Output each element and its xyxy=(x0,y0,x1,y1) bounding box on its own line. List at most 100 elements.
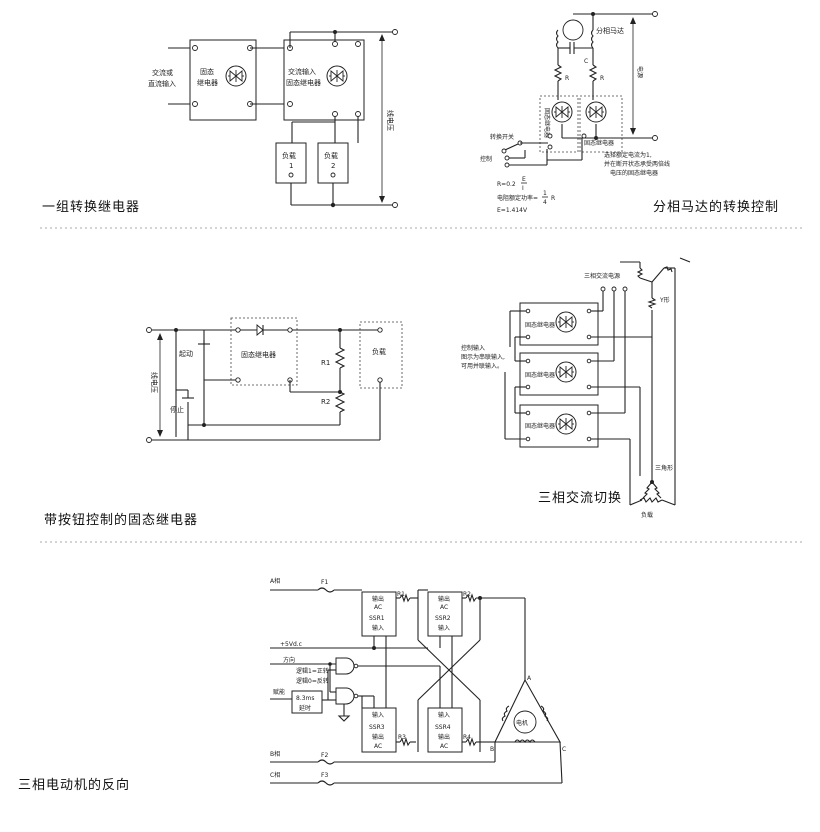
triac-icon xyxy=(555,311,577,333)
r4-label: R4 xyxy=(463,734,471,741)
node-a-label: A xyxy=(527,675,532,682)
ssr1-in-label: 输入 xyxy=(372,624,384,632)
ssr2-label-1: 交流输入 xyxy=(288,67,316,76)
diagram-ssr-transfer-group: 交流或 直流输入 固态 继电器 交流输入 固态继电器 负载 1 xyxy=(148,29,398,208)
formula-resistance: R=0.2 xyxy=(497,181,516,188)
r3-label: R3 xyxy=(398,734,406,741)
formula-power-unit: R xyxy=(551,195,555,202)
ssr1-box xyxy=(361,591,397,637)
ssr4-ac-label: AC xyxy=(440,743,448,750)
capacitor-label: C xyxy=(584,58,588,65)
diagram-three-phase-switching: 三相交流电源 Y形 固态继电器 固态继电器 固态继电器 xyxy=(461,257,691,519)
resistor-r2-label: R2 xyxy=(321,398,330,406)
direction-label: 方向 xyxy=(283,656,295,664)
ssr3-in-label: 输入 xyxy=(372,711,384,719)
ssr3-box xyxy=(361,707,397,753)
y-connection-label: Y形 xyxy=(659,296,670,304)
logic-0-label: 逻辑0=反转 xyxy=(296,677,329,685)
ssr4-out-label: 输出 xyxy=(438,733,450,741)
motor-label: 电机 xyxy=(516,719,528,727)
control-label: 控制 xyxy=(480,155,492,163)
note-line-1: 选择额定电流为1, xyxy=(604,151,652,159)
ssr-dashed-box-2 xyxy=(579,95,623,153)
fuse-f3-label: F3 xyxy=(321,772,328,779)
formula-power-den: 4 xyxy=(543,199,547,206)
ssr-box-2 xyxy=(283,39,365,121)
phase-a-label: A相 xyxy=(270,577,280,585)
r1-label: R1 xyxy=(397,591,405,598)
delta-label: 三角形 xyxy=(655,464,673,472)
ssr4-name: SSR4 xyxy=(435,724,451,731)
motor-label: 分相马达 xyxy=(596,26,624,35)
supply-label: 三相交流电源 xyxy=(584,272,620,280)
start-button-label: 起动 xyxy=(179,349,193,358)
ssr1-out-label: 输出 xyxy=(372,595,384,603)
ssr2-label-2: 固态继电器 xyxy=(286,78,321,87)
formula-resistance-den: I xyxy=(522,185,524,192)
load-label: 负载 xyxy=(641,511,653,519)
caption-d1: 一组转换继电器 xyxy=(42,200,140,215)
ssr-label: 固态继电器 xyxy=(584,139,614,147)
ssr1-name: SSR1 xyxy=(369,615,385,622)
phase-c-label: C相 xyxy=(270,771,280,779)
ssr2-ac-label: AC xyxy=(440,604,448,611)
r2-label: R2 xyxy=(463,591,471,598)
ssr-dashed-box-1 xyxy=(539,95,579,153)
supply-label: 电源 xyxy=(636,66,644,78)
delay-label: 延时 xyxy=(299,704,311,712)
ssr1-label-1: 固态 xyxy=(200,67,214,76)
control-input-label-1: 控制输入 xyxy=(461,344,485,352)
ssr-label: 固态继电器 xyxy=(241,350,276,359)
ssr3-name: SSR3 xyxy=(369,724,385,731)
input-label-2: 直流输入 xyxy=(148,79,176,88)
caption-d2: 分相马达的转换控制 xyxy=(653,199,779,215)
load-dashed-box xyxy=(359,321,403,389)
line-voltage-label: 线电压 xyxy=(150,372,159,393)
caption-d4: 三相交流切换 xyxy=(538,490,622,506)
ssr3-ac-label: AC xyxy=(374,743,382,750)
control-input-label-2: 图示为串联输入, xyxy=(461,353,505,361)
formula-resistance-num: E xyxy=(522,176,526,183)
diagram-pushbutton-ssr: 线电压 起动 固态继电器 R1 R2 xyxy=(146,317,403,443)
load1-number: 1 xyxy=(289,162,293,170)
resistor-label-1: R xyxy=(565,75,569,82)
load1-label: 负载 xyxy=(282,151,296,160)
ssr-label-c: 固态继电器 xyxy=(525,422,555,430)
diagram-split-phase-motor: 分相马达 C R R 固态继电器 固态继电器 xyxy=(480,11,670,214)
ssr-label-vertical: 固态继电器 xyxy=(543,108,551,138)
logic-1-label: 逻辑1=正转 xyxy=(296,667,329,675)
switch-label: 转换开关 xyxy=(490,133,514,141)
motor-symbol xyxy=(562,19,584,41)
note-line-2: 并在断开状态承受两倍线 xyxy=(604,160,670,168)
note-line-3: 电压的固态继电器 xyxy=(610,169,658,177)
ssr2-box xyxy=(427,591,463,637)
enable-label: 赋能 xyxy=(273,688,285,696)
fuse-f1-label: F1 xyxy=(321,579,328,586)
ssr1-label-2: 继电器 xyxy=(197,78,218,87)
node-c-label: C xyxy=(562,746,566,753)
formula-power-num: 1 xyxy=(543,190,547,197)
ssr-dashed-box xyxy=(230,317,298,386)
control-input-label-3: 可用并联输入。 xyxy=(461,362,503,370)
ssr-label-a: 固态继电器 xyxy=(525,321,555,329)
resistor-label-2: R xyxy=(600,75,604,82)
and-gate-2 xyxy=(335,687,355,705)
formula-voltage: E=1.414V xyxy=(497,207,528,214)
ssr1-ac-label: AC xyxy=(374,604,382,611)
load2-label: 负载 xyxy=(324,151,338,160)
vdc-label: +5Vd.c xyxy=(280,641,302,648)
formula-power: 电阻额定功率= xyxy=(497,194,538,202)
phase-b-label: B相 xyxy=(270,750,280,758)
input-label-1: 交流或 xyxy=(152,68,173,77)
and-gate-1 xyxy=(335,657,355,675)
triac-icon xyxy=(555,361,577,383)
stop-button-label: 停止 xyxy=(170,405,184,414)
caption-d3: 带按钮控制的固态继电器 xyxy=(44,512,198,528)
line-voltage-label: 线电压 xyxy=(386,110,395,131)
triac-icon xyxy=(555,413,577,435)
fuse-f2-label: F2 xyxy=(321,752,328,759)
triac-icon xyxy=(585,101,607,123)
node-b-label: B xyxy=(490,746,494,753)
ssr2-in-label: 输入 xyxy=(438,624,450,632)
